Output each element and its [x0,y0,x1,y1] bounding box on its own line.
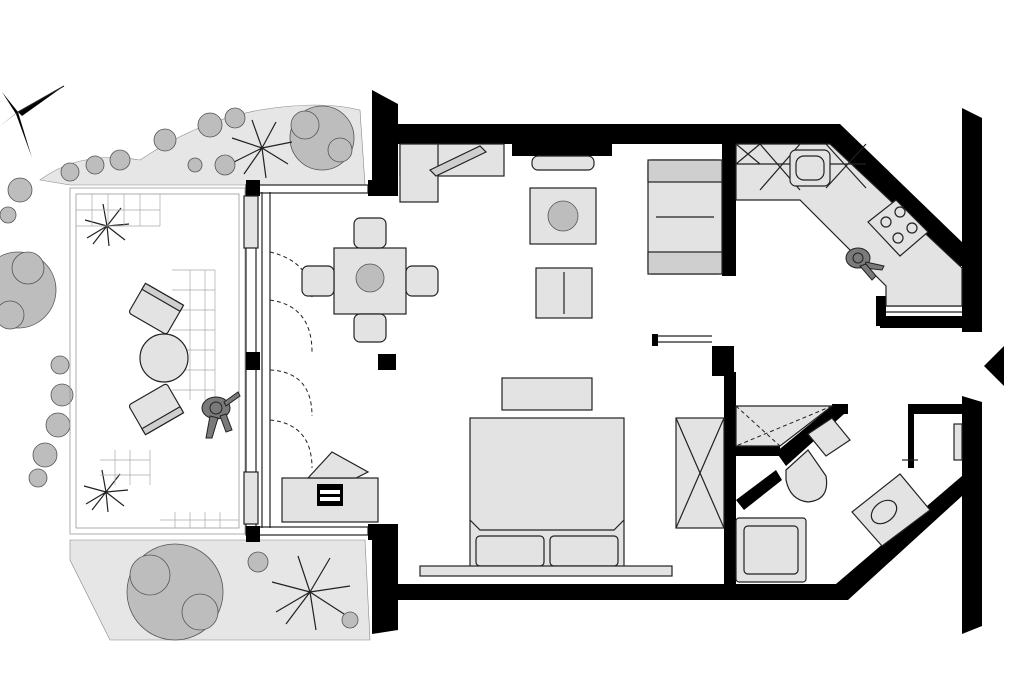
wardrobe [675,417,725,529]
garden-plants [0,104,371,641]
bathroom-sink [851,473,931,547]
ottoman [535,267,593,319]
kitchen-sink [789,149,831,187]
exterior-walls [368,90,1004,634]
glazing-wall [243,180,369,542]
double-bed [419,417,673,577]
north-arrow-icon [0,85,65,158]
terrace-chair-top [128,282,185,335]
bathtub [735,517,807,583]
palm-left-a [84,203,130,247]
palm-left-b [83,469,129,513]
living-room [301,143,723,370]
terrace-chair-bottom [128,383,185,436]
shrub-bottom [126,543,359,641]
bed-area [281,377,725,577]
shrub-left [0,177,57,330]
sofa [647,159,723,275]
kitchen-area [735,143,963,307]
stove-icon [867,199,929,257]
tv-cabinet [281,451,379,523]
person-icon [201,391,241,439]
coffee-table [529,187,597,245]
console [531,155,595,171]
shrubs-left-column [28,355,74,488]
palm-bottom [271,555,351,631]
terrace-table [139,333,189,383]
bathroom-area [735,405,963,583]
shower [735,405,834,447]
terrace-area [69,187,246,535]
desk [399,143,505,203]
shrub-top-right [289,105,355,171]
small-shrubs-top [60,107,246,182]
person-icon [845,247,885,281]
toilet [785,417,851,503]
column [378,354,396,370]
palm-top [231,119,293,179]
bench [501,377,593,411]
terrace-tiles [76,194,239,528]
dining-table [301,217,439,343]
towel-rail [902,423,963,461]
